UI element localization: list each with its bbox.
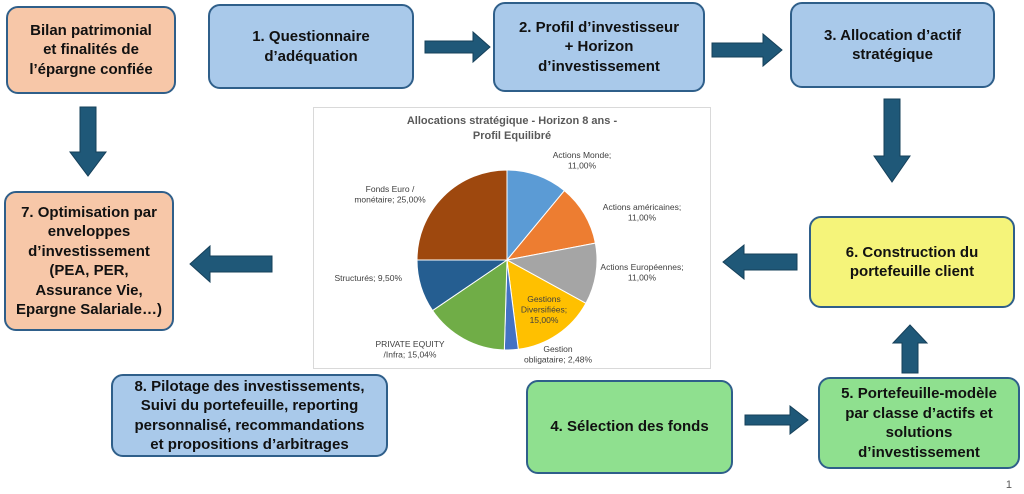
box-allocation-actif: 3. Allocation d’actif stratégique xyxy=(790,2,995,88)
pie-chart: Actions Monde;11,00% Actions américaines;… xyxy=(334,150,683,365)
box-pilotage: 8. Pilotage des investissements, Suivi d… xyxy=(111,374,388,457)
pie-slice-label: Fonds Euro /monétaire; 25,00% xyxy=(354,184,426,205)
arrow-right-2-3 xyxy=(711,32,783,68)
pie-slice-label: Structurés; 9,50% xyxy=(334,273,402,283)
box-optimisation-enveloppes: 7. Optimisation par enveloppes d’investi… xyxy=(4,191,174,331)
box-portefeuille-modele: 5. Portefeuille-modèle par classe d’acti… xyxy=(818,377,1020,469)
pie-slice xyxy=(416,169,508,261)
pie-slice-label: Actions Européennes;11,00% xyxy=(600,262,683,283)
arrow-right-4-5 xyxy=(744,404,809,436)
arrow-up-portefeuille xyxy=(891,324,929,374)
box-bilan-patrimonial: Bilan patrimonial et finalités de l’épar… xyxy=(6,6,176,94)
page-number: 1 xyxy=(1005,479,1012,491)
pie-slice-label: Actions Monde;11,00% xyxy=(553,150,612,171)
box-selection-fonds: 4. Sélection des fonds xyxy=(526,380,733,474)
arrow-down-allocation xyxy=(873,98,911,183)
box-construction-portefeuille: 6. Construction du portefeuille client xyxy=(809,216,1015,308)
arrow-right-1-2 xyxy=(424,30,491,64)
pie-chart-panel: Allocations stratégique - Horizon 8 ans … xyxy=(313,107,711,369)
arrow-left-construction xyxy=(722,243,798,281)
pie-slice-label: PRIVATE EQUITY/Infra; 15,04% xyxy=(375,339,444,360)
arrow-down-bilan xyxy=(69,106,107,177)
chart-title: Allocations stratégique - Horizon 8 ans … xyxy=(406,115,618,142)
arrow-left-chart-optimisation xyxy=(189,244,273,284)
box-questionnaire: 1. Questionnaire d’adéquation xyxy=(208,4,414,89)
pie-slice-label: Actions américaines;11,00% xyxy=(603,202,681,223)
pie-slice xyxy=(431,259,508,351)
box-profil-investisseur: 2. Profil d’investisseur + Horizon d’inv… xyxy=(493,2,705,92)
pie-slice xyxy=(506,259,587,350)
